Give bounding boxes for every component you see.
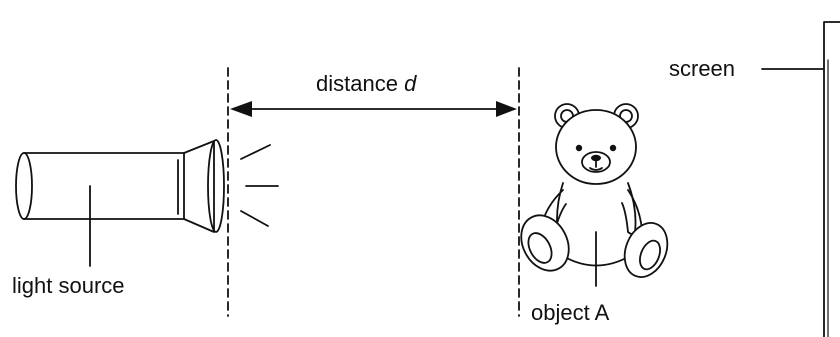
light-ray (240, 144, 271, 160)
flashlight-icon (15, 139, 279, 267)
screen-label: screen (669, 56, 736, 81)
distance-arrow (230, 101, 517, 117)
distance-symbol: d (404, 71, 417, 96)
distance-label: distance d (316, 73, 416, 95)
teddy-bear-icon (520, 103, 669, 287)
light-source-label: light source (12, 273, 125, 298)
light-ray (240, 210, 269, 227)
screen (823, 21, 840, 337)
distance-label-text: distance (316, 71, 398, 96)
object-label: object A (531, 300, 610, 325)
